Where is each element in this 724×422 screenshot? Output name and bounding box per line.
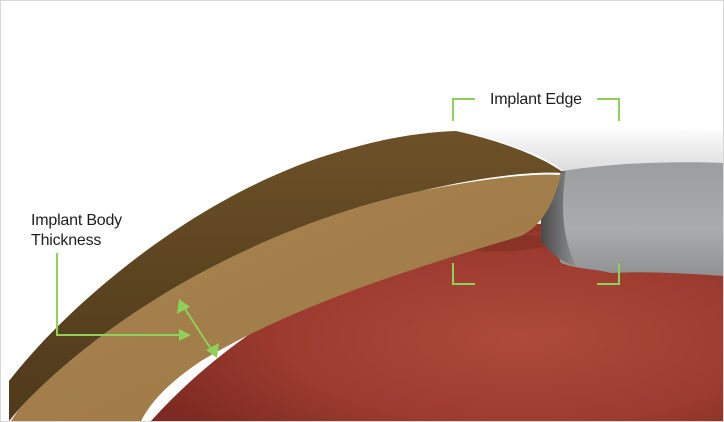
implant-body-thickness-label: Implant Body Thickness	[31, 211, 122, 251]
implant-edge-grey	[552, 160, 723, 276]
bracket-top-left	[453, 99, 475, 121]
implant-edge-label: Implant Edge	[490, 90, 582, 110]
bracket-top-right	[597, 99, 619, 121]
implant-body-label-line1: Implant Body	[31, 211, 122, 231]
implant-body-label-line2: Thickness	[31, 231, 122, 251]
